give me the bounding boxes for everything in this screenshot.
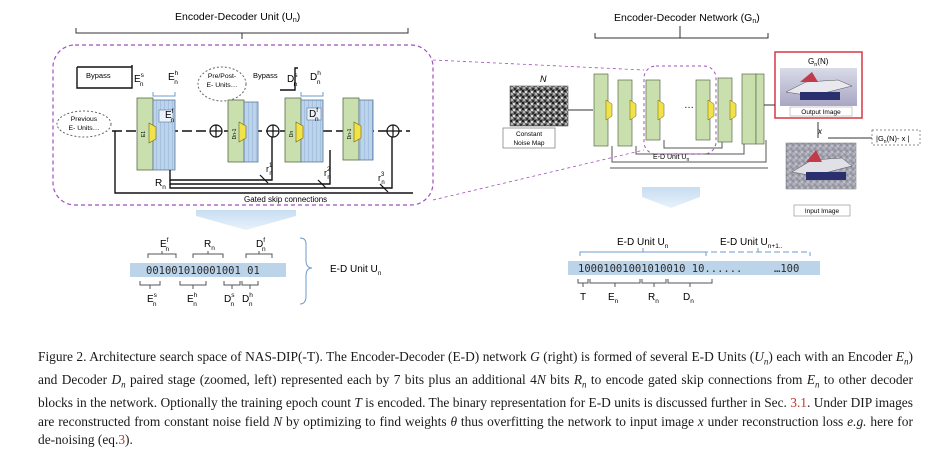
svg-text:Previous: Previous (71, 116, 98, 123)
decoder-block-n-minus-1: Dn-1 (227, 99, 259, 163)
sum-node-1 (209, 124, 223, 138)
left-bits-bar (130, 263, 286, 277)
right-bits-bar (568, 261, 820, 275)
svg-text:Dn-1: Dn-1 (347, 128, 353, 139)
svg-text:Input Image: Input Image (805, 208, 840, 215)
right-bits-unit-b: E-D Unit Un+1.. (720, 237, 783, 250)
x-label: x (817, 127, 823, 136)
bypass-label-1: Bypass (86, 71, 111, 80)
right-bits-t: T (580, 292, 586, 303)
figure-caption: Figure 2. Architecture search space of N… (38, 349, 913, 448)
right-bits-unit-a: E-D Unit Un (617, 237, 669, 250)
left-panel: Encoder-Decoder Unit (Un) Previous E- Un… (52, 11, 434, 206)
loss-box (871, 129, 921, 146)
svg-text:Noise Map: Noise Map (513, 140, 544, 147)
network-blocks: … (593, 73, 765, 147)
svg-text:E- Units…: E- Units… (207, 82, 238, 89)
right-bits-tail: …100 (774, 263, 799, 275)
rn-label: Rn (155, 178, 166, 191)
decoder-block-n-plus-1: Dn-1 (342, 97, 374, 161)
bypass-line-1 (76, 65, 133, 89)
right-bits-en: En (608, 292, 619, 305)
left-bits-unit: E-D Unit Un (330, 264, 382, 277)
noise-map-image (509, 85, 569, 127)
svg-text:Dn-1: Dn-1 (232, 128, 238, 139)
right-panel: Encoder-Decoder Network (Gn) N Constant … (432, 12, 921, 217)
svg-text:E- Units…: E- Units… (69, 125, 100, 132)
gated-skip-label: Gated skip connections (244, 195, 327, 204)
gate-switch-2 (317, 179, 327, 189)
section-ref[interactable]: 3.1 (790, 395, 808, 411)
encoder-block: E1 (136, 97, 176, 171)
svg-text:Dn: Dn (289, 131, 295, 138)
pre-post-units-cloud: Pre/Post- E- Units… (197, 66, 247, 102)
gate-switch-3 (379, 183, 389, 193)
output-image: Gn(N) Output Image (774, 51, 863, 119)
input-image: Input Image (785, 142, 857, 217)
right-title-brace (594, 26, 769, 39)
left-bits-text: 001001010001001 01 (146, 265, 260, 277)
svg-text:Pre/Post-: Pre/Post- (208, 73, 236, 80)
figure-svg: Encoder-Decoder Unit (Un) Previous E- Un… (52, 11, 921, 308)
left-bits-rn: Rn (204, 239, 215, 252)
equation-ref[interactable]: 3 (118, 432, 126, 448)
sum-node-2 (266, 124, 280, 138)
architecture-figure: Encoder-Decoder Unit (Un) Previous E- Un… (52, 11, 921, 308)
previous-units-cloud: Previous E- Units… (56, 110, 112, 138)
skip-connections (114, 131, 413, 194)
right-bitstring: E-D Unit Un E-D Unit Un+1.. 100010010010… (568, 237, 820, 305)
right-bits-rn: Rn (648, 292, 659, 305)
left-down-arrow (196, 210, 296, 230)
right-bits-dn: Dn (683, 292, 694, 305)
left-panel-title: Encoder-Decoder Unit (Un) (175, 11, 300, 24)
bypass-line-2 (280, 67, 298, 91)
decoder-block-n: Dn (284, 97, 324, 163)
sum-node-3 (386, 124, 400, 138)
right-bits-text: 10001001001010010 10...... (578, 263, 742, 275)
svg-text:Output Image: Output Image (801, 109, 841, 116)
svg-text:E1: E1 (141, 131, 147, 137)
right-down-arrow (642, 187, 700, 208)
svg-text:…: … (684, 100, 694, 111)
left-title-brace (75, 28, 409, 39)
loss-text: |Gn(N)- x | (876, 134, 909, 145)
network-skip-outer (611, 140, 767, 163)
network-ed-unit-label: E-D Unit Un (653, 154, 689, 163)
svg-text:Gn(N): Gn(N) (808, 57, 829, 68)
bypass-label-2: Bypass (253, 71, 278, 80)
zoom-frame (52, 44, 434, 206)
svg-text:Constant: Constant (516, 131, 542, 138)
network-zoom-frame (643, 65, 717, 155)
gate-switch-1 (259, 174, 269, 184)
right-panel-title: Encoder-Decoder Network (Gn) (614, 12, 760, 25)
constant-noise-box (502, 127, 556, 149)
noise-n-label: N (540, 74, 547, 84)
